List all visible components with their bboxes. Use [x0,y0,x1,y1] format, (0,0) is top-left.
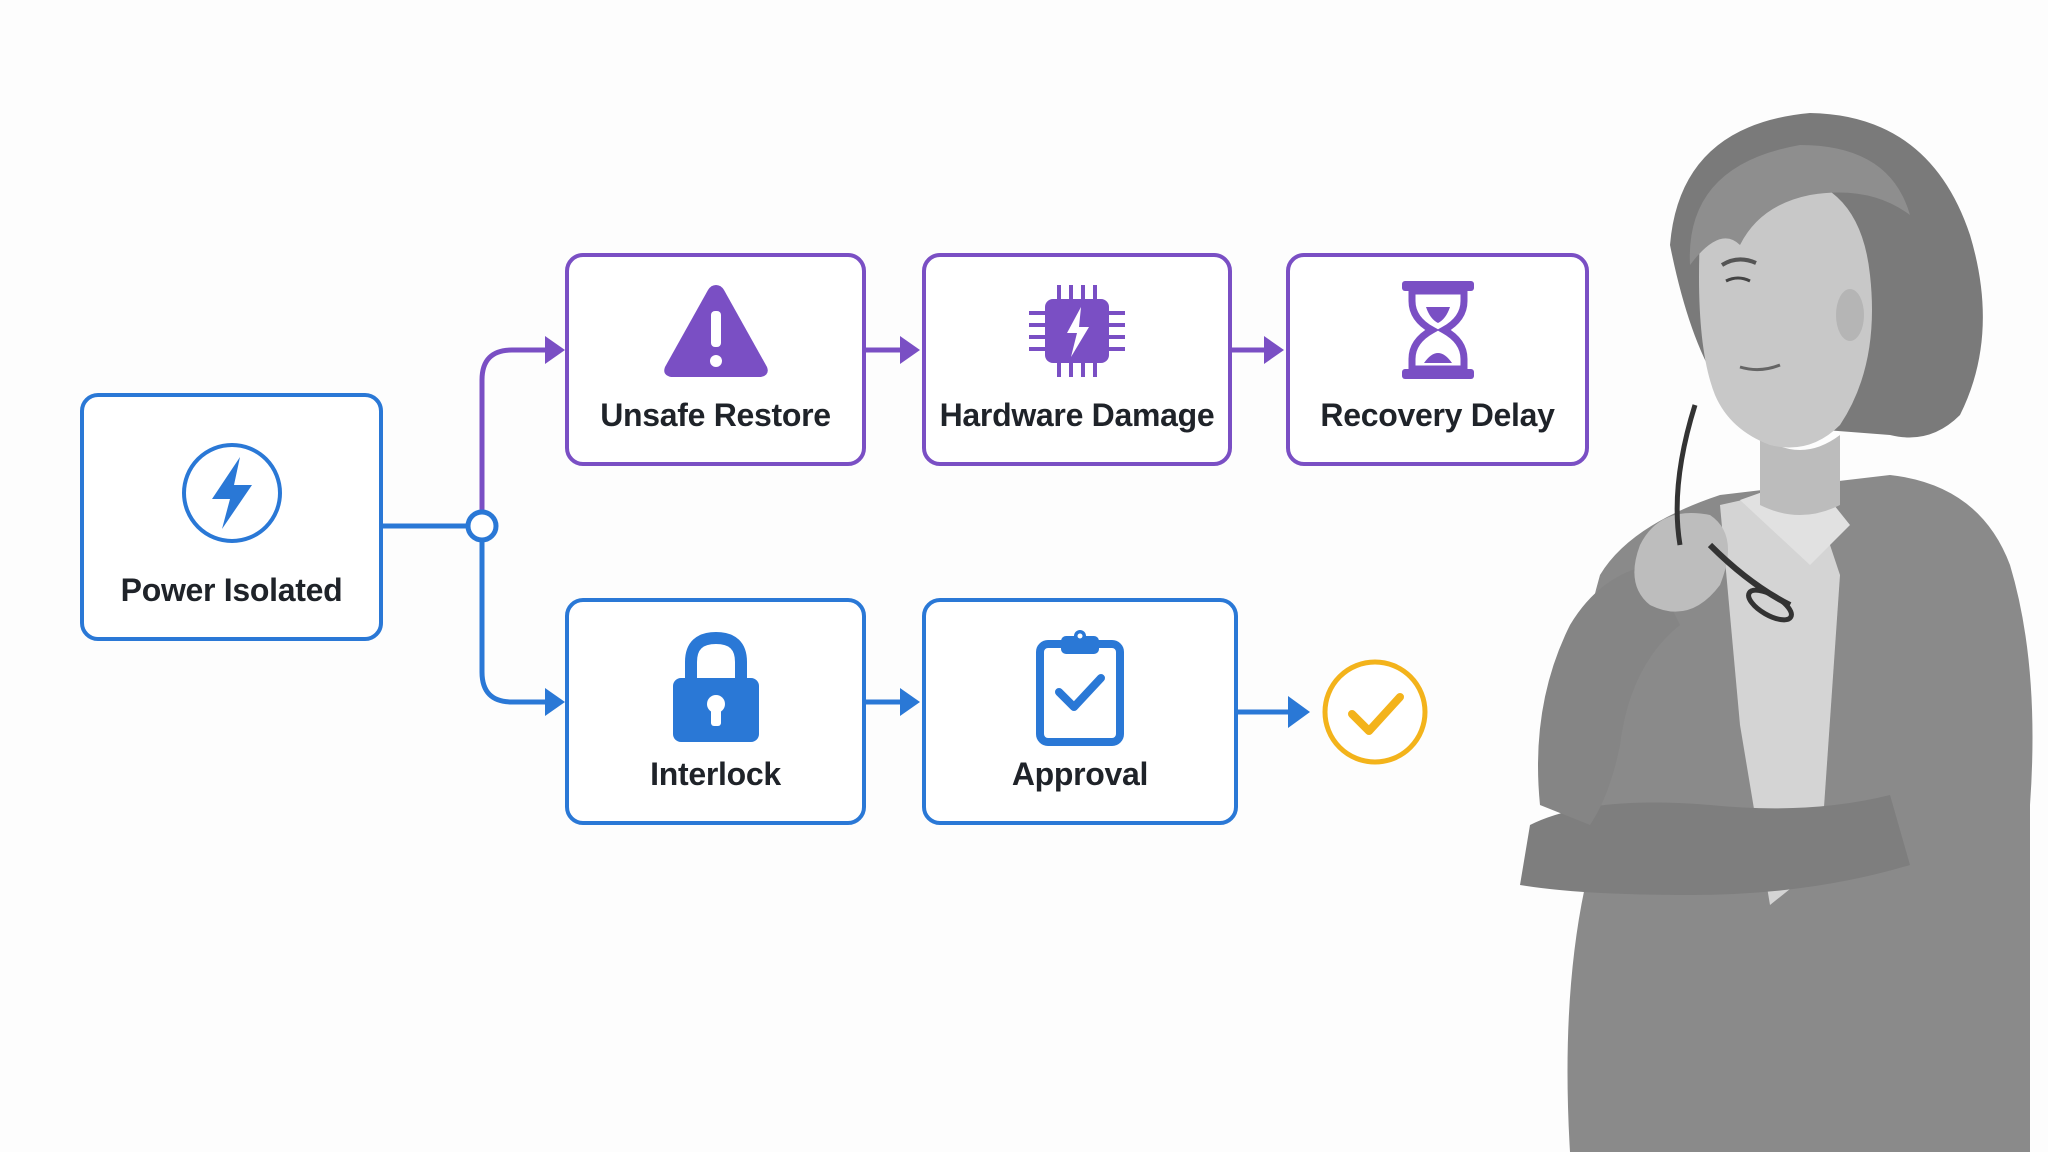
node-recovery-delay[interactable]: Recovery Delay [1286,253,1589,466]
hourglass-icon [1401,281,1474,379]
check-circle-icon [1322,659,1428,765]
damaged-chip-icon [1029,285,1125,377]
arrow-approval-to-outcome-head [1288,696,1310,728]
junction-node [465,509,499,543]
node-approval[interactable]: Approval [922,598,1238,825]
node-unsafe-restore[interactable]: Unsafe Restore [565,253,866,466]
warning-triangle-icon [663,285,768,377]
padlock-icon [672,632,759,742]
clipboard-check-icon [1036,630,1124,746]
node-power-isolated[interactable]: Power Isolated [80,393,383,641]
node-label: Hardware Damage [939,397,1215,433]
lightning-bolt-icon [181,443,282,543]
upper-branch-connector [479,347,545,512]
node-label: Unsafe Restore [600,397,831,433]
node-label: Power Isolated [120,572,343,608]
node-label: Interlock [650,756,781,792]
arrow-unsafe-to-hardware-head [900,336,920,364]
node-label: Approval [1011,756,1149,792]
lower-branch-connector [479,540,545,705]
node-interlock[interactable]: Interlock [565,598,866,825]
node-hardware-damage[interactable]: Hardware Damage [922,253,1232,466]
thinking-woman-illustration [1520,113,2033,1152]
arrow-to-unsafe-restore [545,336,565,364]
arrow-interlock-to-approval-head [900,688,920,716]
arrow-to-interlock [545,688,565,716]
arrow-hardware-to-recovery-head [1264,336,1284,364]
node-label: Recovery Delay [1320,397,1555,433]
